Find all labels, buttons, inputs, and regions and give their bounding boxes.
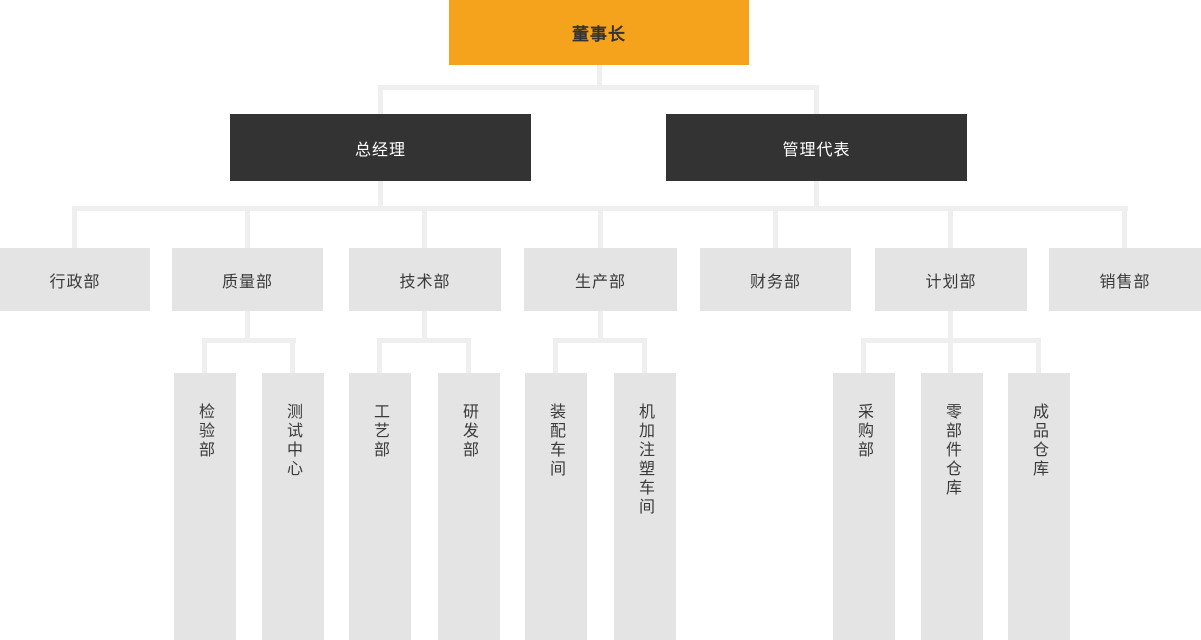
org-node-testing-center: 测试中心 (262, 373, 324, 640)
connector-rail-quality-children (202, 338, 296, 343)
org-node-finished-goods-warehouse: 成品仓库 (1008, 373, 1070, 640)
connector-rail-planning-children (861, 338, 1041, 343)
org-node-assembly-workshop-label: 装配车间 (547, 403, 566, 479)
org-node-assembly-workshop: 装配车间 (525, 373, 587, 640)
org-node-sales-dept-label: 销售部 (1099, 271, 1151, 291)
org-node-testing-center-label: 测试中心 (284, 403, 303, 479)
org-node-purchasing-dept: 采购部 (833, 373, 895, 640)
org-node-parts-warehouse-label: 零部件仓库 (943, 403, 962, 498)
org-node-planning-dept-label: 计划部 (925, 271, 977, 291)
connector-to-machining-injection-workshop (642, 338, 647, 373)
org-node-machining-injection-workshop: 机加注塑车间 (614, 373, 676, 640)
connector-to-technology-dept (422, 206, 427, 248)
org-node-management-representative: 管理代表 (666, 114, 967, 181)
org-node-technology-dept: 技术部 (349, 248, 501, 311)
connector-management-representative-down (814, 181, 819, 211)
connector-to-management-representative (814, 85, 819, 114)
org-node-process-dept-label: 工艺部 (371, 403, 390, 460)
connector-general-manager-down (378, 181, 383, 211)
org-node-rd-dept: 研发部 (438, 373, 500, 640)
connector-to-inspection-dept (202, 338, 207, 373)
org-node-finance-dept-label: 财务部 (749, 271, 801, 291)
org-node-quality-dept: 质量部 (172, 248, 323, 311)
connector-to-finance-dept (773, 206, 778, 248)
org-node-planning-dept: 计划部 (875, 248, 1027, 311)
org-node-production-dept: 生产部 (524, 248, 677, 311)
connector-technology-down (422, 311, 427, 343)
org-node-technology-dept-label: 技术部 (399, 271, 451, 291)
org-node-management-representative-label: 管理代表 (782, 139, 851, 159)
connector-to-process-dept (377, 338, 382, 373)
org-node-inspection-dept-label: 检验部 (196, 403, 215, 460)
org-node-general-manager-label: 总经理 (354, 139, 406, 159)
connector-to-general-manager (378, 85, 383, 114)
org-node-inspection-dept: 检验部 (174, 373, 236, 640)
connector-rail-production-children (553, 338, 647, 343)
org-node-finished-goods-warehouse-label: 成品仓库 (1030, 403, 1049, 479)
connector-quality-down (245, 311, 250, 343)
connector-to-quality-dept (245, 206, 250, 248)
connector-chairman-down (597, 65, 602, 90)
org-node-rd-dept-label: 研发部 (460, 403, 479, 460)
connector-to-sales-dept (1122, 206, 1127, 248)
org-node-general-manager: 总经理 (230, 114, 531, 181)
org-node-chairman-label: 董事长 (572, 25, 626, 45)
connector-production-down (598, 311, 603, 343)
connector-to-purchasing-dept (861, 338, 866, 373)
connector-to-rd-dept (466, 338, 471, 373)
connector-to-production-dept (598, 206, 603, 248)
connector-to-finished-goods-warehouse (1036, 338, 1041, 373)
org-node-administration-dept-label: 行政部 (49, 271, 101, 291)
connector-to-planning-dept (948, 206, 953, 248)
connector-rail-technology-children (377, 338, 471, 343)
org-node-quality-dept-label: 质量部 (221, 271, 273, 291)
org-node-production-dept-label: 生产部 (574, 271, 626, 291)
connector-rail-level2 (378, 85, 819, 90)
org-node-sales-dept: 销售部 (1049, 248, 1201, 311)
org-node-chairman: 董事长 (449, 0, 749, 65)
connector-to-administration-dept (72, 206, 77, 248)
org-node-parts-warehouse: 零部件仓库 (921, 373, 983, 640)
org-node-machining-injection-workshop-label: 机加注塑车间 (636, 403, 655, 517)
org-node-administration-dept: 行政部 (0, 248, 150, 311)
connector-to-testing-center (290, 338, 295, 373)
org-node-finance-dept: 财务部 (700, 248, 851, 311)
org-node-purchasing-dept-label: 采购部 (855, 403, 874, 460)
connector-to-assembly-workshop (553, 338, 558, 373)
org-node-process-dept: 工艺部 (349, 373, 411, 640)
